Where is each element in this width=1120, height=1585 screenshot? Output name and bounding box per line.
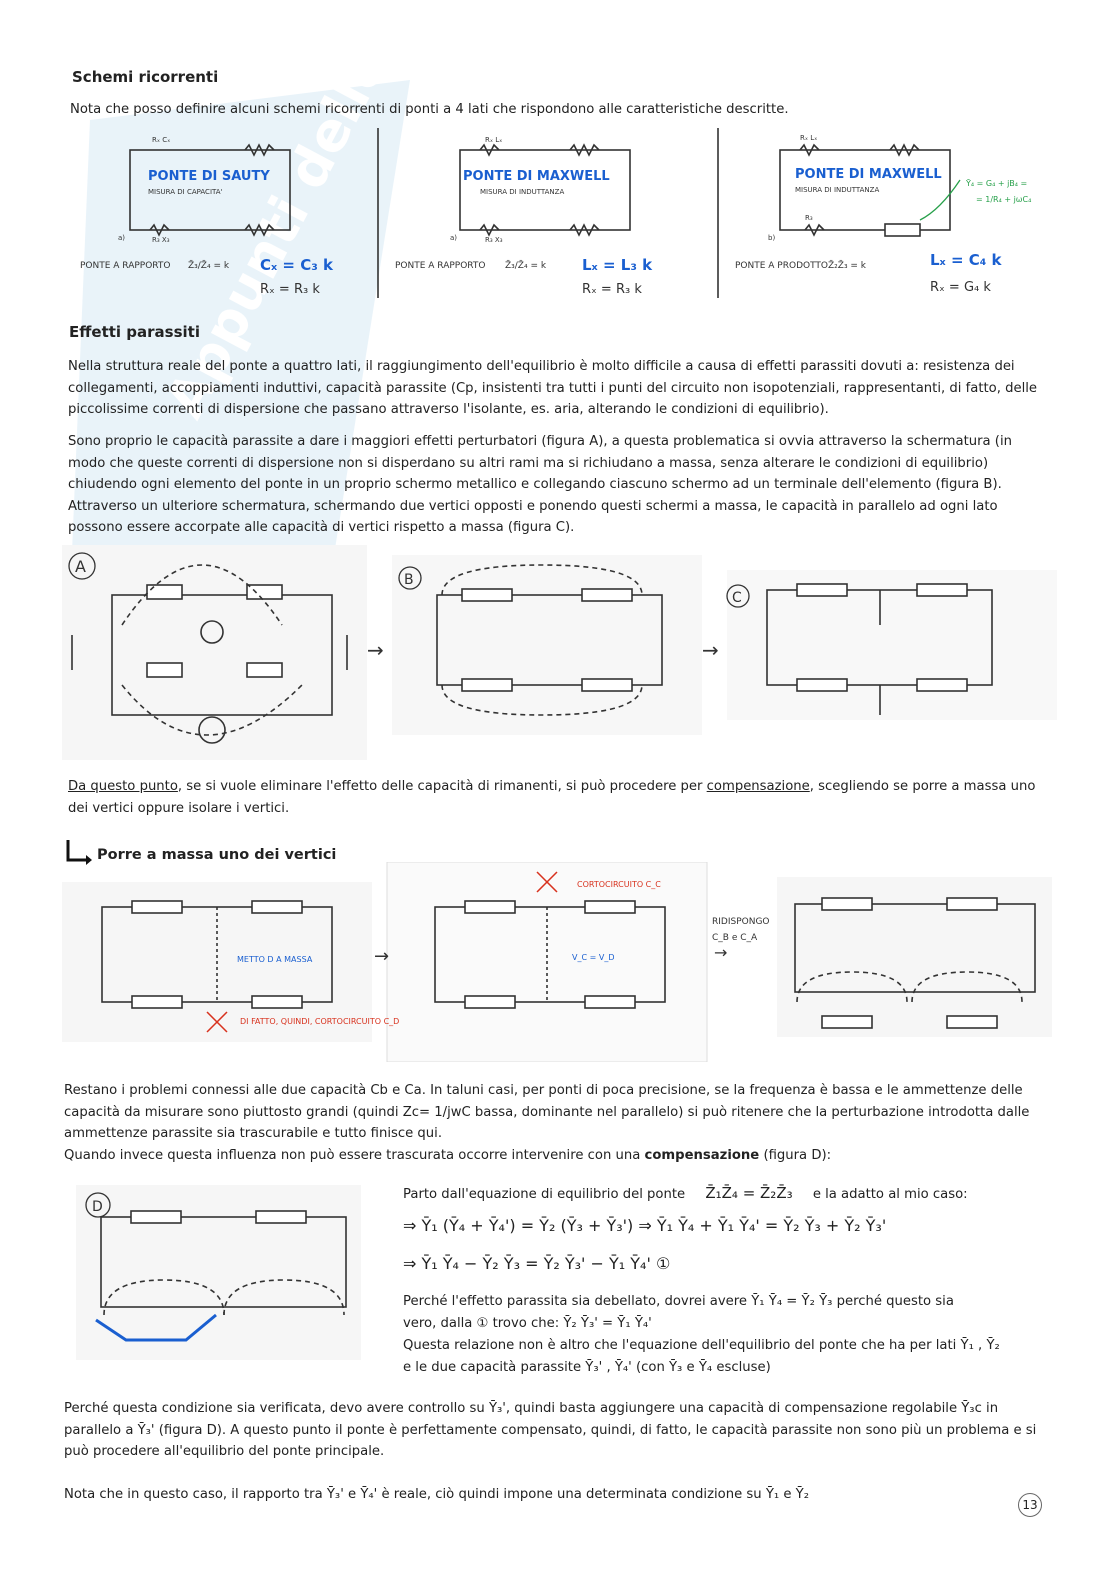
bridge3-sub: MISURA DI INDUTTANZA — [795, 186, 879, 194]
figures-abc: A → → B C — [62, 545, 1057, 760]
paragraph-parassiti-1: Nella struttura reale del ponte a quattr… — [68, 359, 1038, 417]
bridge2-kind: PONTE A RAPPORTO — [395, 261, 485, 271]
heading-effetti-parassiti: Effetti parassiti — [69, 323, 200, 341]
bridge2-sub: MISURA DI INDUTTANZA — [480, 188, 564, 196]
text-capacita: e le due capacità parassite Ȳ₃' , Ȳ₄' (c… — [403, 1360, 771, 1375]
figures-massa: → METTO D A MASSA V_C = V_D DI FATTO, QU… — [62, 862, 1052, 1062]
bridge3-extra1: Ȳ₄ = G₄ + jB₄ = — [965, 178, 1027, 188]
paragraph-compensazione-intro: Da questo punto, se si vuole eliminare l… — [68, 779, 1036, 816]
corner-arrow-icon — [66, 840, 92, 865]
bridge2-bot: R₃ X₃ — [485, 236, 503, 244]
heading-porre-a-massa: Porre a massa uno dei vertici — [97, 847, 337, 863]
bridge1-r1: Cₓ = C₃ k — [260, 256, 334, 274]
label-fig-d: D — [92, 1199, 103, 1215]
bridge3-r1: Lₓ = C₄ k — [930, 251, 1003, 269]
note-vc-vd: V_C = V_D — [572, 953, 614, 962]
bridge3-name: PONTE DI MAXWELL — [795, 167, 942, 182]
bridge2-name: PONTE DI MAXWELL — [463, 169, 610, 184]
bridge3-extra2: = 1/R₄ + jωC₄ — [976, 195, 1031, 204]
text-relazione: Questa relazione non è altro che l'equaz… — [403, 1338, 1000, 1353]
label-fig-c: C — [732, 590, 742, 606]
bridge2-label: a) — [450, 234, 457, 242]
label-fig-b: B — [404, 572, 414, 588]
note-cb-ca: C_B e C_A — [712, 933, 758, 943]
label-fig-a: A — [75, 557, 86, 576]
note-cortocircuito-cd: DI FATTO, QUINDI, CORTOCIRCUITO C_D — [240, 1017, 399, 1026]
bridge1-bot: R₃ X₃ — [152, 236, 170, 244]
bridge1-name: PONTE DI SAUTY — [148, 169, 270, 184]
paragraph-parassiti-2: Sono proprio le capacità parassite a dar… — [68, 434, 1012, 535]
bridge1-r2: Rₓ = R₃ k — [260, 282, 320, 297]
eq1-text: Parto dall'equazione di equilibrio del p… — [403, 1187, 686, 1202]
intro-paragraph: Nota che posso definire alcuni schemi ri… — [70, 102, 789, 117]
paragraph-rapporto: Nota che in questo caso, il rapporto tra… — [64, 1487, 810, 1502]
bridge2-top: Rₓ Lₓ — [485, 136, 502, 144]
eq2: ⇒ Ȳ₁ (Ȳ₄ + Ȳ₄') = Ȳ₂ (Ȳ₃ + Ȳ₃') ⇒ Ȳ₁ Ȳ₄ … — [403, 1216, 887, 1235]
bridge1-sub: MISURA DI CAPACITA' — [148, 188, 223, 196]
paragraph-cb-ca: Restano i problemi connessi alle due cap… — [64, 1083, 1030, 1141]
svg-text:→: → — [374, 946, 389, 967]
bridge3-label: b) — [768, 234, 775, 242]
bridge2-r1: Lₓ = L₃ k — [582, 256, 653, 274]
svg-text:→: → — [702, 638, 719, 662]
svg-text:→: → — [367, 638, 384, 662]
eq3: ⇒ Ȳ₁ Ȳ₄ − Ȳ₂ Ȳ₃ = Ȳ₂ Ȳ₃' − Ȳ₁ Ȳ₄' ① — [403, 1254, 671, 1273]
note-ridispongo: RIDISPONGO — [712, 917, 770, 927]
figure-d: D — [76, 1185, 361, 1360]
text-trovo: vero, dalla ① trovo che: Ȳ₂ Ȳ₃' = Ȳ₁ Ȳ₄' — [403, 1316, 652, 1331]
bridge1-top: Rₓ Cₓ — [152, 136, 170, 144]
heading-schemi-ricorrenti: Schemi ricorrenti — [72, 68, 219, 86]
bridge3-top: Rₓ Lₓ — [800, 134, 817, 142]
paragraph-condizione: Perché questa condizione sia verificata,… — [64, 1401, 1037, 1459]
svg-text:→: → — [714, 943, 727, 962]
bridge3-r2: Rₓ = G₄ k — [930, 280, 991, 295]
paragraph-compensazione: Quando invece questa influenza non può e… — [64, 1148, 832, 1163]
bridge1-kind: PONTE A RAPPORTO — [80, 261, 170, 271]
recurrent-bridges-figure: PONTE DI SAUTY PONTE DI MAXWELL PONTE DI… — [80, 128, 1031, 298]
bridge3-bot: R₃ — [805, 214, 813, 222]
bridge1-eq: Z̄₃/Z̄₄ = k — [188, 259, 230, 271]
note-metto-d-massa: METTO D A MASSA — [237, 955, 313, 964]
bridge2-r2: Rₓ = R₃ k — [582, 282, 642, 297]
text-debellato: Perché l'effetto parassita sia debellato… — [403, 1294, 954, 1309]
bridge3-kind: PONTE A PRODOTTO — [735, 261, 828, 271]
bridge3-eq: Z̄₂Z̄₃ = k — [828, 259, 867, 271]
eq1-tail: e la adatto al mio caso: — [812, 1187, 968, 1202]
page-number: 13 — [1018, 1493, 1042, 1517]
eq1-formula: Z̄₁Z̄₄ = Z̄₂Z̄₃ — [705, 1184, 793, 1202]
note-cortocircuito-cc: CORTOCIRCUITO C_C — [577, 880, 661, 889]
bridge1-label: a) — [118, 234, 125, 242]
bridge2-eq: Z̄₃/Z̄₄ = k — [505, 259, 547, 271]
